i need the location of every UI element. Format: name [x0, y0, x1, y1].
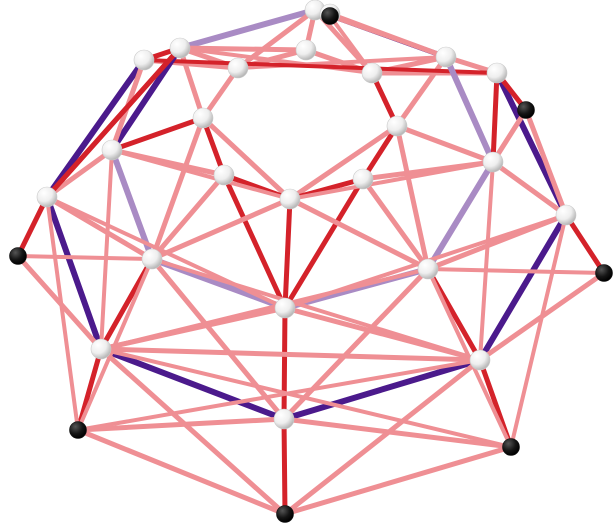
white-node-t20	[418, 259, 438, 279]
black-node-b3	[10, 248, 27, 265]
strut-T3-T10	[180, 48, 203, 118]
strut-T3-T1	[180, 10, 315, 48]
strut-T17-T3	[47, 48, 180, 197]
white-node-t7	[487, 63, 507, 83]
black-node-b7	[277, 506, 294, 523]
strut-B4-T18	[566, 215, 604, 273]
white-node-t12	[102, 140, 122, 160]
strut-T16-T20	[290, 199, 428, 269]
strut-T22-B7	[101, 349, 285, 514]
white-node-t9	[362, 63, 382, 83]
black-node-b2	[518, 102, 535, 119]
strut-T16-T21	[285, 199, 290, 308]
white-node-t11	[387, 116, 407, 136]
white-node-t14	[214, 165, 234, 185]
black-node-b4	[596, 265, 613, 282]
white-node-t13	[483, 152, 503, 172]
white-node-t22	[91, 339, 111, 359]
white-node-t15	[353, 169, 373, 189]
black-node-b5	[70, 422, 87, 439]
white-node-t17	[37, 187, 57, 207]
strut-T12-T22	[101, 150, 112, 349]
strut-T24-B7	[284, 419, 285, 514]
white-node-t3	[170, 38, 190, 58]
black-node-b1	[322, 8, 339, 25]
strut-B3-T19	[18, 256, 152, 259]
white-node-t18	[556, 205, 576, 225]
struts-layer	[18, 10, 604, 514]
strut-T19-B5	[78, 259, 152, 430]
strut-T18-T23	[480, 215, 566, 360]
white-node-t19	[142, 249, 162, 269]
strut-T23-B7	[285, 360, 480, 514]
strut-B5-B7	[78, 430, 285, 514]
white-node-t23	[470, 350, 490, 370]
black-node-b6	[503, 439, 520, 456]
strut-T20-T22	[101, 269, 428, 349]
strut-B3-T22	[18, 256, 101, 349]
white-node-t8	[228, 58, 248, 78]
strut-T13-T23	[480, 162, 493, 360]
strut-T14-T19	[152, 175, 224, 259]
strut-T7-T13	[493, 73, 497, 162]
white-node-t5	[134, 50, 154, 70]
white-node-t4	[296, 40, 316, 60]
white-node-t21	[275, 298, 295, 318]
strut-T21-T24	[284, 308, 285, 419]
white-node-t6	[436, 47, 456, 67]
white-node-t24	[274, 409, 294, 429]
strut-B4-T23	[480, 273, 604, 360]
strut-T22-T23	[101, 349, 480, 360]
white-node-t16	[280, 189, 300, 209]
white-node-t10	[193, 108, 213, 128]
strut-B6-B7	[285, 447, 511, 514]
strut-B4-T20	[428, 269, 604, 273]
strut-T13-T20	[428, 162, 493, 269]
